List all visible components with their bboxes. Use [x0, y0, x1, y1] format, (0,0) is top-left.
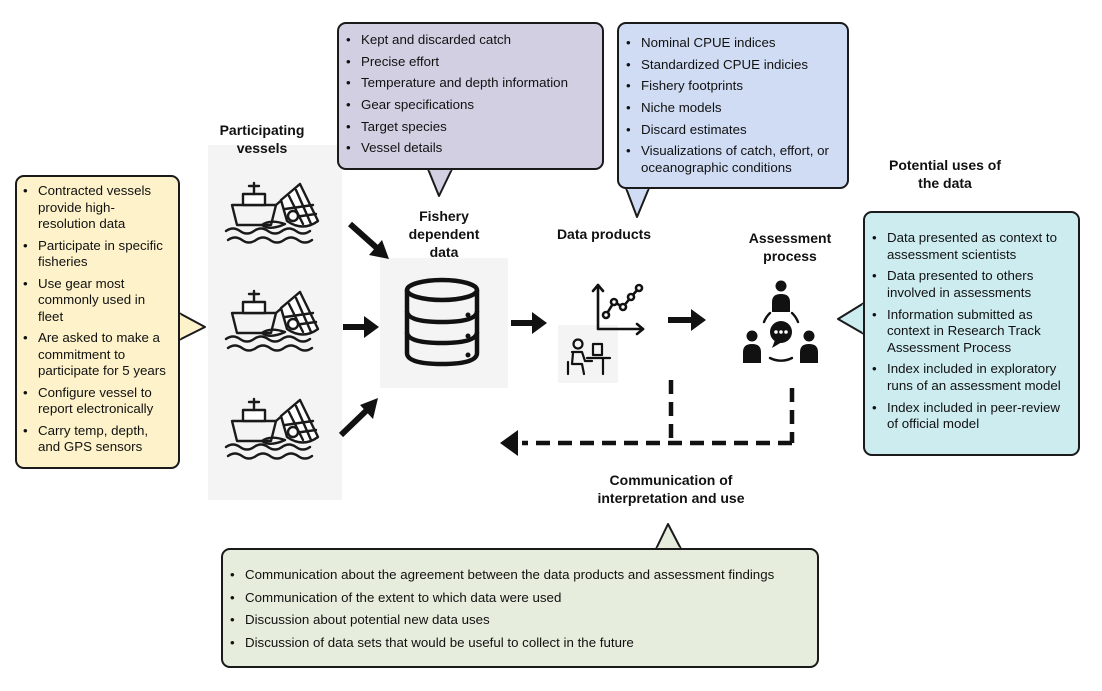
list-item: Precise effort	[342, 54, 596, 71]
feedback-arrowhead	[500, 430, 518, 456]
communication-callout-pointer	[655, 523, 682, 550]
fishing-vessel-icon	[224, 181, 320, 244]
list-item: Gear specifications	[342, 97, 596, 114]
list-item: Contracted vessels provide high-resoluti…	[19, 183, 172, 233]
products-callout: Nominal CPUE indices Standardized CPUE i…	[617, 22, 849, 189]
list-item: Information submitted as context in Rese…	[868, 307, 1072, 357]
data-callout: Kept and discarded catch Precise effort …	[337, 22, 604, 170]
list-item: Index included in exploratory runs of an…	[868, 361, 1072, 394]
list-item: Configure vessel to report electronicall…	[19, 385, 172, 418]
line-chart-icon	[591, 283, 645, 336]
potential-uses-label: Potential uses of the data	[888, 157, 1002, 191]
list-item: Kept and discarded catch	[342, 32, 596, 49]
communication-callout: Communication about the agreement betwee…	[221, 548, 819, 668]
list-item: Communication of the extent to which dat…	[226, 590, 811, 607]
list-item: Participate in specific fisheries	[19, 238, 172, 271]
list-item: Discard estimates	[622, 122, 841, 139]
vessels-callout: Contracted vessels provide high-resoluti…	[15, 175, 180, 469]
list-item: Discussion of data sets that would be us…	[226, 635, 811, 652]
list-item: Niche models	[622, 100, 841, 117]
database-icon	[404, 277, 480, 367]
analyst-at-desk-icon	[566, 338, 612, 376]
list-item: Data presented as context to assessment …	[868, 230, 1072, 263]
list-item: Visualizations of catch, effort, or ocea…	[622, 143, 841, 176]
assessment-process-label: Assessment process	[748, 230, 832, 264]
group-discussion-icon	[743, 280, 818, 363]
fishery-dependent-data-label: Fishery dependent data	[408, 208, 480, 260]
list-item: Are asked to make a commitment to partic…	[19, 330, 172, 380]
list-item: Use gear most commonly used in fleet	[19, 276, 172, 326]
list-item: Vessel details	[342, 140, 596, 157]
data-callout-pointer	[427, 168, 453, 197]
vessels-callout-pointer	[178, 312, 206, 341]
participating-vessels-label: Participating vessels	[219, 122, 305, 156]
communication-label: Communication of interpretation and use	[597, 472, 745, 506]
list-item: Standardized CPUE indicies	[622, 57, 841, 74]
list-item: Target species	[342, 119, 596, 136]
list-item: Carry temp, depth, and GPS sensors	[19, 423, 172, 456]
uses-callout: Data presented as context to assessment …	[863, 211, 1080, 456]
list-item: Discussion about potential new data uses	[226, 612, 811, 629]
list-item: Index included in peer-review of officia…	[868, 400, 1072, 433]
feedback-dashed-arrows	[522, 380, 795, 446]
data-products-label: Data products	[556, 226, 652, 242]
products-callout-pointer	[625, 187, 650, 218]
list-item: Data presented to others involved in ass…	[868, 268, 1072, 301]
flow-arrows	[338, 221, 706, 438]
list-item: Communication about the agreement betwee…	[226, 567, 811, 584]
list-item: Fishery footprints	[622, 78, 841, 95]
list-item: Nominal CPUE indices	[622, 35, 841, 52]
uses-callout-pointer	[837, 302, 865, 335]
list-item: Temperature and depth information	[342, 75, 596, 92]
